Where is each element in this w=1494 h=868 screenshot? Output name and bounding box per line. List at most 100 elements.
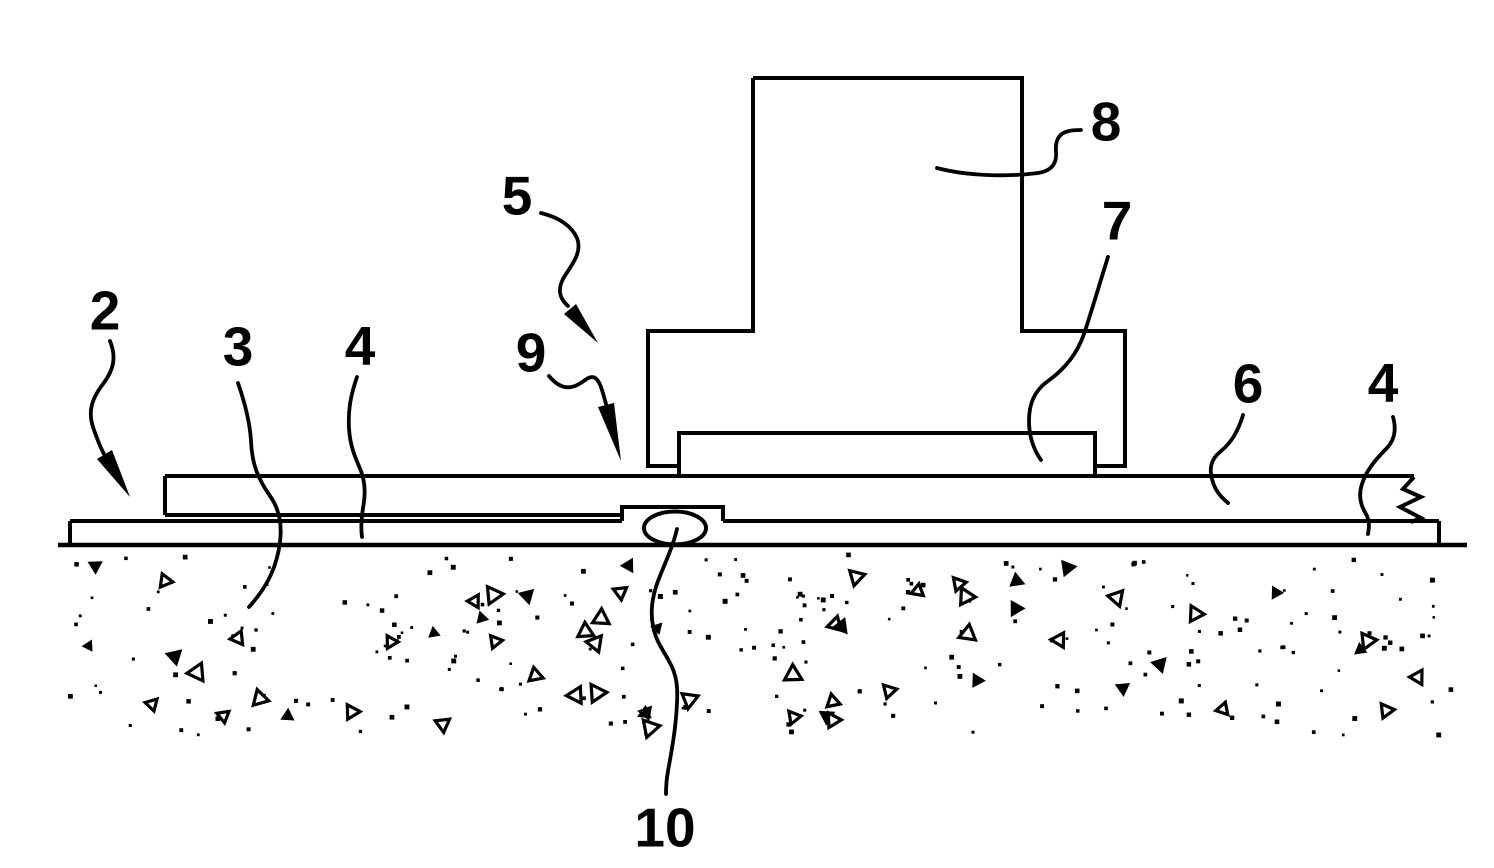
stipple-dot (717, 572, 722, 577)
stipple-dot (581, 568, 586, 574)
stipple-triangle (1150, 657, 1167, 674)
stipple-dot (796, 596, 799, 599)
stipple-dot (722, 598, 728, 604)
stipple-triangle (637, 704, 652, 719)
stipple-triangle (488, 633, 506, 652)
stipple-dot (208, 619, 213, 624)
stipple-triangle (781, 661, 805, 682)
leader-line-5 (539, 211, 581, 308)
stipple-dot (358, 729, 363, 734)
stipple-dot (1040, 704, 1044, 709)
stipple-dot (537, 707, 543, 712)
stipple-dot (569, 601, 574, 606)
stipple-triangle (517, 588, 535, 606)
stipple-dot (404, 704, 410, 710)
stipple-dot (1196, 659, 1201, 664)
leader-line-10 (649, 527, 680, 796)
stipple-triangle (432, 717, 453, 736)
stipple-dot (735, 592, 740, 597)
stipple-dot (454, 654, 457, 658)
stipple-dot (74, 622, 78, 627)
stipple-dot (387, 656, 392, 660)
stipple-dot (524, 712, 527, 716)
stipple-dot (451, 658, 457, 664)
stipple-dot (397, 635, 401, 639)
stipple-dot (232, 671, 237, 676)
stipple-dot (405, 658, 409, 663)
leader-line-8 (935, 128, 1083, 178)
stipple-dot (68, 694, 73, 699)
stipple-dot (704, 558, 708, 562)
stipple-dot (891, 713, 896, 718)
stipple-triangle (563, 683, 583, 706)
ref-label-8: 8 (1090, 90, 1122, 153)
stipple-dot (775, 694, 779, 698)
stipple-dot (1399, 646, 1405, 652)
stipple-triangle (476, 610, 490, 624)
ref-label-10: 10 (634, 796, 696, 859)
stipple-dot (1055, 684, 1060, 689)
stipple-dot (924, 666, 927, 670)
stipple-dot (499, 687, 504, 692)
stipple-dot (971, 730, 975, 734)
stipple-dot (1367, 631, 1372, 636)
stipple-dot (508, 556, 513, 561)
stipple-triangle (280, 707, 295, 721)
arrowhead-9 (598, 403, 621, 461)
stipple-triangle (81, 639, 93, 652)
stipple-dot (906, 578, 910, 582)
stipple-dot (243, 585, 247, 589)
stipple-dot (1003, 561, 1009, 566)
stipple-dot (1352, 716, 1358, 721)
stipple-dot (846, 552, 851, 558)
stipple-dot (447, 667, 451, 671)
stipple-dot (608, 721, 613, 726)
stipple-triangle (1047, 630, 1066, 651)
stipple-dot (801, 640, 806, 644)
stipple-dot (734, 558, 738, 561)
stipple-dot (427, 570, 433, 576)
leader-line-9 (547, 374, 608, 406)
stipple-triangle (786, 708, 805, 728)
stipple-dot (1125, 607, 1128, 610)
stipple-dot (128, 723, 132, 727)
stipple-triangle (958, 585, 979, 608)
stipple-dot (804, 660, 808, 664)
break-line-zigzag (1395, 475, 1426, 524)
stipple-dot (1290, 621, 1293, 625)
stipple-dot (1147, 650, 1152, 655)
stipple-dot (817, 597, 820, 600)
stipple-triangle (610, 585, 630, 604)
stipple-dot (1218, 631, 1223, 636)
stipple-dot (688, 609, 692, 613)
stipple-triangle (226, 627, 245, 648)
stipple-triangle (251, 686, 272, 708)
stipple-dot (1420, 633, 1425, 639)
stipple-dot (271, 612, 275, 615)
stipple-triangle (485, 584, 507, 607)
stipple-dot (131, 657, 135, 661)
stipple-dot (156, 590, 160, 594)
joint-step-notch (620, 505, 725, 521)
stipple-dot (394, 594, 399, 599)
stipple-dot (782, 645, 786, 649)
stipple-dot (268, 566, 271, 569)
stipple-dot (330, 698, 335, 702)
stipple-dot (822, 608, 826, 612)
stipple-dot (1189, 649, 1194, 654)
arrowhead-2 (97, 450, 130, 497)
stipple-dot (515, 590, 519, 593)
stipple-dot (1291, 650, 1295, 655)
stipple-dot (400, 631, 404, 635)
stipple-dot (887, 617, 891, 621)
stipple-triangle (679, 691, 702, 712)
stipple-triangle (972, 672, 986, 688)
stipple-dot (383, 644, 387, 648)
stipple-dot (1237, 627, 1243, 632)
stipple-dot (462, 629, 466, 633)
stipple-triangle (831, 617, 848, 635)
arrowheads (97, 304, 621, 497)
stipple-dot (1432, 616, 1435, 619)
stipple-dot (883, 702, 887, 706)
leader-lines (88, 128, 1397, 796)
